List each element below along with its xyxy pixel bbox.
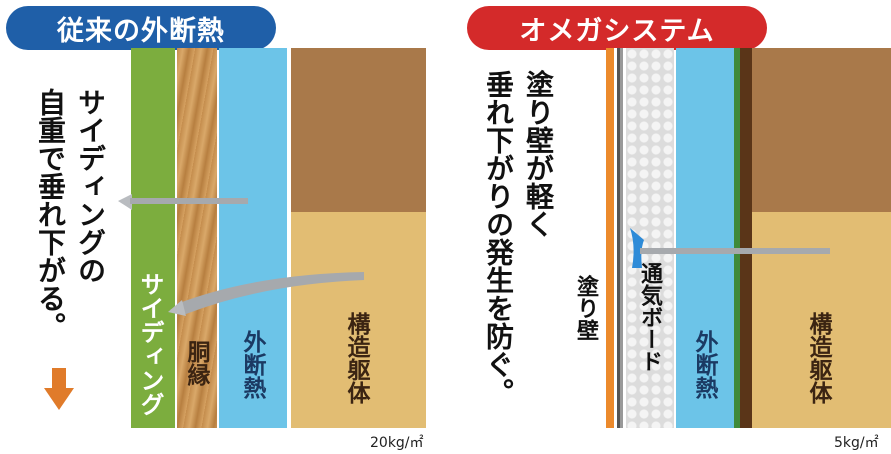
right-structure-upper: [752, 48, 891, 212]
right-structure-label: 構造躯体: [805, 312, 831, 404]
right-weight-label: 5kg/㎡: [834, 435, 879, 451]
right-description-line2: 垂れ下がりの発生を防ぐ。: [482, 70, 515, 406]
left-screw-lower-icon: [168, 272, 364, 316]
right-membrane-layer: [614, 48, 626, 428]
right-plaster-callout: 塗り壁: [573, 275, 598, 341]
right-title: オメガシステム: [519, 15, 715, 47]
left-title-pill: 従来の外断熱: [6, 6, 276, 50]
left-furring-layer: [177, 48, 217, 428]
right-plaster-layer: [606, 48, 614, 428]
left-description-line1: サイディングの: [74, 88, 107, 284]
right-insulation-label: 外断熱: [691, 330, 717, 399]
left-furring-label: 胴縁: [183, 340, 209, 386]
left-title: 従来の外断熱: [57, 15, 225, 47]
right-description-line1: 塗り壁が軽く: [522, 70, 555, 238]
left-insulation-label: 外断熱: [239, 330, 265, 399]
right-anchor-icon: [630, 228, 830, 268]
left-description-line2: 自重で垂れ下がる。: [34, 88, 67, 340]
left-screw-upper-icon: [118, 194, 248, 210]
right-insulation-layer: [676, 48, 734, 428]
right-dark-strip: [740, 48, 752, 428]
right-green-strip: [734, 48, 740, 428]
down-arrow-icon: [44, 368, 74, 410]
left-weight-label: 20kg/㎡: [370, 435, 424, 451]
left-structure-upper: [291, 48, 426, 212]
right-vent-board-label: 通気ボード: [637, 262, 662, 372]
left-structure-lower: [291, 212, 426, 428]
right-title-pill: オメガシステム: [467, 6, 767, 50]
left-siding-layer: [131, 48, 175, 428]
left-siding-label: サイディング: [136, 272, 164, 416]
left-insulation-layer: [219, 48, 287, 428]
left-structure-label: 構造躯体: [343, 312, 369, 404]
